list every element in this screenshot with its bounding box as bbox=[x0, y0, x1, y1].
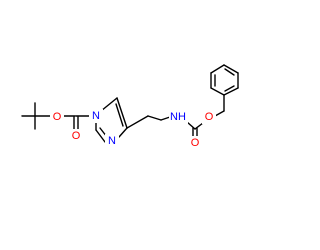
bond-c5-c4-inner bbox=[115, 103, 124, 127]
imidazole-ring bbox=[95, 97, 128, 143]
bond-c4-ch2-a bbox=[126, 115, 149, 129]
ethyl-linker bbox=[126, 115, 171, 129]
tert-butyl-group bbox=[21, 102, 52, 130]
chemical-structure: O O N N NH O O bbox=[21, 64, 239, 150]
bond-ph-6-1 bbox=[223, 87, 239, 96]
bond-ch2a-ch2b bbox=[147, 115, 162, 121]
atom-o-carbonyl-boc: O bbox=[72, 130, 81, 142]
atom-o-carbonyl-cbz: O bbox=[191, 137, 200, 149]
bond-ph-inner-c bbox=[224, 85, 235, 92]
bond-n1-c5 bbox=[100, 97, 118, 112]
boc-carbonyl bbox=[62, 115, 91, 130]
atom-nh-carbamate: NH bbox=[170, 111, 186, 123]
bond-ccbz-o bbox=[194, 122, 204, 130]
atom-n3-imidazole: N bbox=[108, 135, 116, 147]
atom-o-ester-boc: O bbox=[53, 111, 62, 123]
cbz-carbamate bbox=[186, 110, 225, 138]
bond-nh-ccbz bbox=[186, 121, 196, 130]
bond-c5-c4 bbox=[116, 97, 128, 129]
atom-n1-imidazole: N bbox=[92, 110, 100, 122]
bond-o-ch2 bbox=[214, 110, 225, 117]
atom-o-ester-cbz: O bbox=[205, 111, 214, 123]
atom-labels: O O N N NH O O bbox=[50, 109, 216, 150]
bond-ph-inner-b bbox=[224, 68, 235, 76]
bond-c4-n3 bbox=[118, 127, 128, 138]
bond-ph-4-5 bbox=[223, 64, 239, 74]
bond-n3-c2 bbox=[95, 129, 106, 143]
bond-ch2b-nh bbox=[160, 116, 171, 121]
bond-ph-3-4 bbox=[210, 64, 225, 74]
benzene-ring bbox=[210, 64, 239, 112]
bond-ph-1-2 bbox=[210, 87, 225, 96]
